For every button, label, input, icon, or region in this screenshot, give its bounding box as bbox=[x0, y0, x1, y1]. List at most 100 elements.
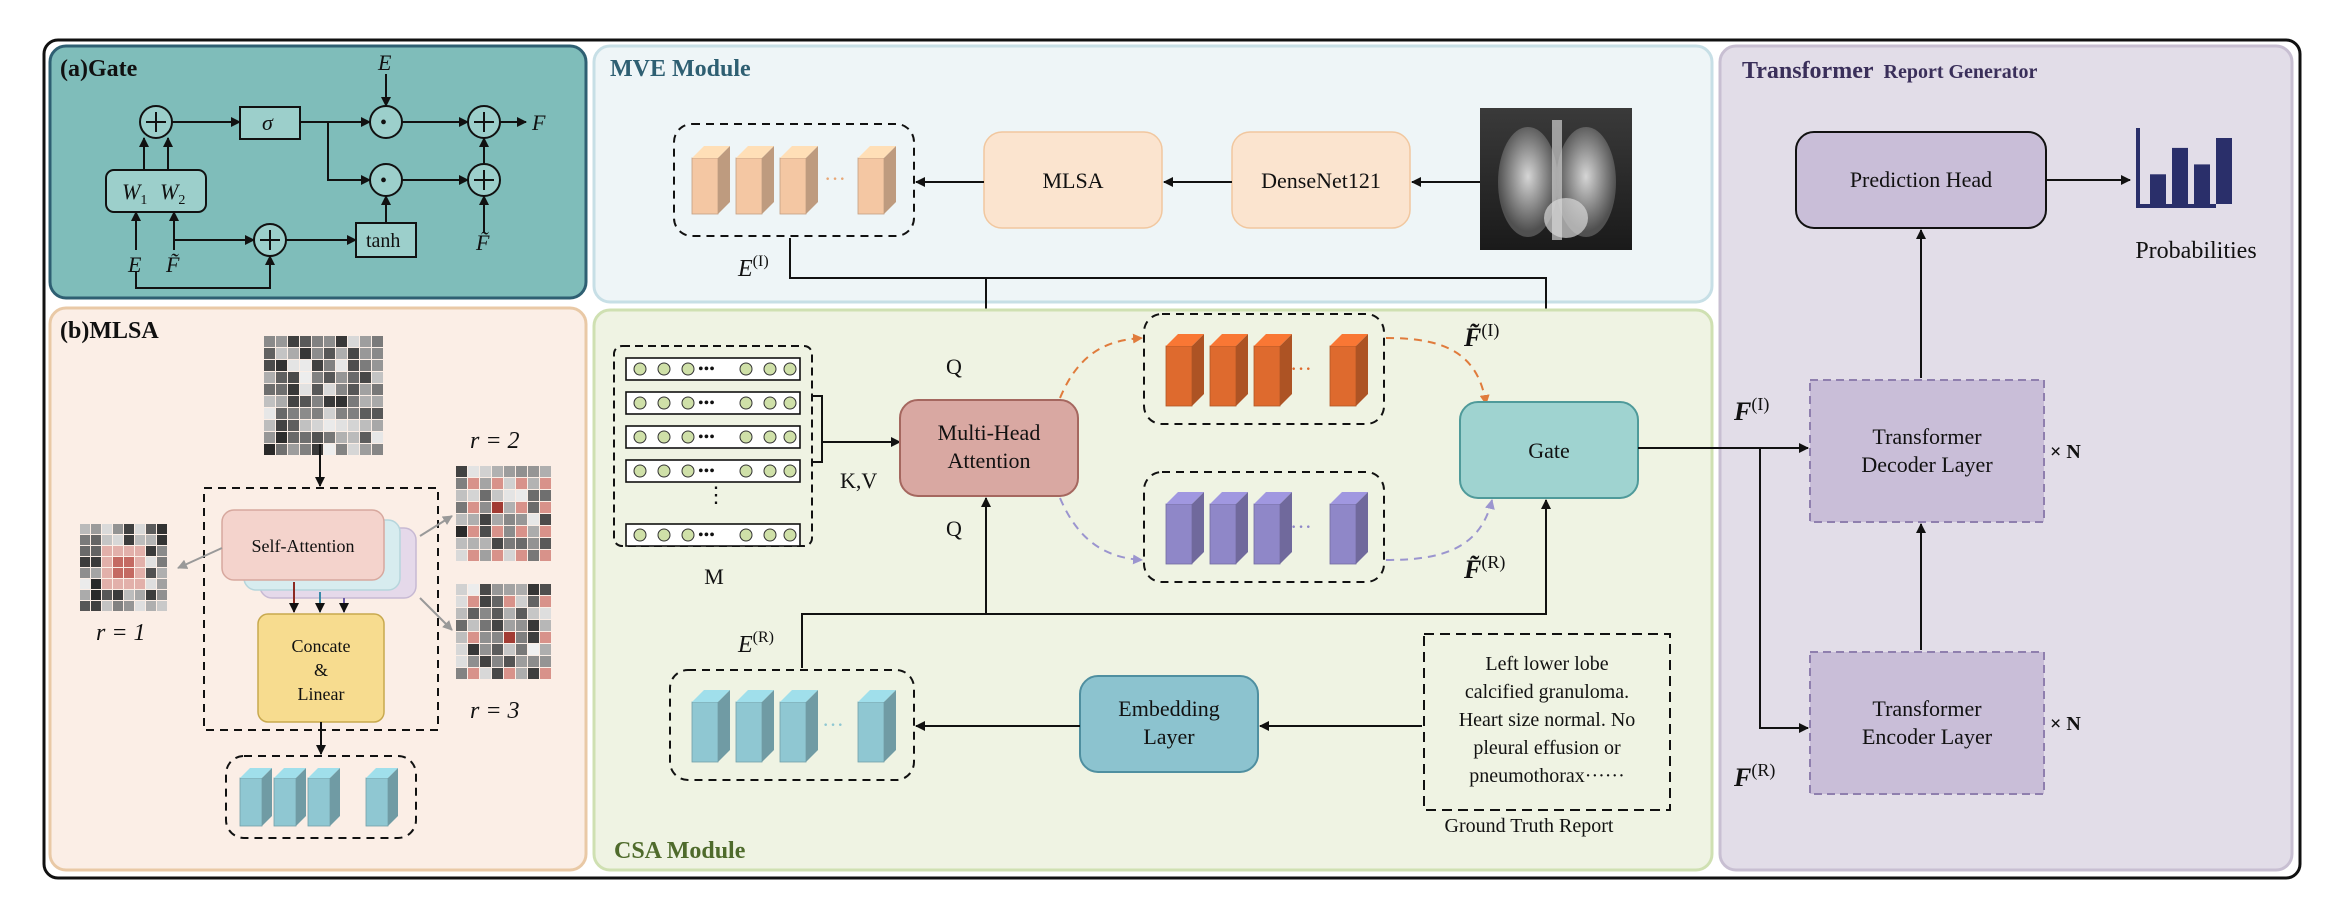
tanh-label: tanh bbox=[366, 230, 400, 252]
memory-slot-5: ••• bbox=[625, 523, 801, 547]
e-top-label: E bbox=[377, 50, 392, 75]
probability-bar-4 bbox=[2216, 138, 2232, 204]
f-tilde-report-label: F̃(R) bbox=[1463, 552, 1505, 584]
e-bottom-label: E bbox=[127, 252, 142, 277]
r1-label: r = 1 bbox=[96, 620, 146, 646]
csa-panel-title: CSA Module bbox=[614, 838, 746, 864]
mlsa-output-box bbox=[225, 755, 417, 839]
densenet-box-label: DenseNet121 bbox=[1261, 168, 1381, 193]
report-caption: Ground Truth Report bbox=[1445, 815, 1614, 837]
mlsa-input-grid bbox=[264, 336, 383, 455]
mlsa-panel-title: (b)MLSA bbox=[60, 318, 159, 344]
mlsa-box-label: MLSA bbox=[1042, 168, 1103, 193]
image-feature-block-1 bbox=[691, 146, 730, 215]
f-tilde-left-label: F̃ bbox=[165, 252, 180, 277]
memory-slot-4: ••• bbox=[625, 459, 801, 483]
mve-panel-title: MVE Module bbox=[610, 56, 751, 82]
kv-label: K,V bbox=[840, 468, 877, 493]
report-embedding-block-3 bbox=[779, 690, 818, 763]
sigma-label: σ bbox=[262, 110, 274, 135]
f-report-label: F(R) bbox=[1733, 760, 1775, 792]
report-fused-block-4 bbox=[1329, 492, 1368, 565]
mlsa-output-block-3 bbox=[307, 768, 340, 827]
concat-label-2: & bbox=[314, 660, 328, 680]
f-out-label: F bbox=[531, 110, 546, 135]
transformer-decoder-box bbox=[1809, 379, 2045, 523]
embed-label-1: Embedding bbox=[1118, 696, 1219, 721]
svg-text:•••: ••• bbox=[698, 527, 715, 544]
report-embedding-blocks bbox=[691, 690, 896, 763]
encoder-repeat-label: × N bbox=[2050, 713, 2081, 735]
decoder-label-1: Transformer bbox=[1872, 424, 1982, 449]
r1-grid bbox=[80, 524, 167, 611]
gate-box bbox=[1459, 401, 1639, 499]
probabilities-label: Probabilities bbox=[2135, 238, 2256, 264]
q-top-label: Q bbox=[946, 354, 962, 379]
memory-label: M bbox=[704, 564, 724, 589]
f-tilde-right-label: F̃ bbox=[475, 230, 490, 255]
multiply-dot-1: • bbox=[380, 112, 387, 134]
concat-label-1: Concate bbox=[292, 636, 351, 656]
concat-label-3: Linear bbox=[298, 684, 345, 704]
self-attention-box bbox=[221, 509, 385, 581]
image-feature-box bbox=[673, 123, 915, 237]
probabilities-icon bbox=[2136, 128, 2232, 208]
report-embedding-box bbox=[669, 669, 915, 781]
report-line-4: pleural effusion or bbox=[1473, 737, 1621, 759]
svg-text:•••: ••• bbox=[698, 395, 715, 412]
mlsa-output-block-2 bbox=[273, 768, 306, 827]
mha-label-2: Attention bbox=[947, 448, 1030, 473]
report-line-2: calcified granuloma. bbox=[1465, 681, 1629, 703]
mha-label-1: Multi-Head bbox=[938, 420, 1041, 445]
report-fused-blocks bbox=[1165, 492, 1368, 565]
probability-bar-1 bbox=[2150, 174, 2166, 204]
prediction-head-label: Prediction Head bbox=[1850, 167, 1992, 192]
report-fused-block-2 bbox=[1209, 492, 1248, 565]
mve-dots: ··· bbox=[824, 166, 846, 191]
encoder-label-2: Encoder Layer bbox=[1862, 724, 1993, 749]
memory-slot-3: ••• bbox=[625, 425, 801, 449]
report-line-1: Left lower lobe bbox=[1485, 653, 1608, 675]
memory-slot-2: ••• bbox=[625, 391, 801, 415]
purple-dots: ··· bbox=[1290, 514, 1312, 539]
report-fused-block-3 bbox=[1253, 492, 1292, 565]
mlsa-output-blocks bbox=[239, 768, 398, 827]
multiply-dot-2: • bbox=[380, 170, 387, 192]
svg-text:•••: ••• bbox=[698, 429, 715, 446]
image-feature-block-3 bbox=[779, 146, 818, 215]
image-fused-block-4 bbox=[1329, 334, 1368, 407]
report-embedding-block-1 bbox=[691, 690, 730, 763]
f-image-label: F(I) bbox=[1733, 394, 1769, 426]
encoder-label-1: Transformer bbox=[1872, 696, 1982, 721]
w1-label: W1 bbox=[122, 179, 147, 208]
report-line-3: Heart size normal. No bbox=[1459, 709, 1636, 731]
decoder-label-2: Decoder Layer bbox=[1861, 452, 1993, 477]
r2-grid bbox=[456, 466, 551, 561]
gate-circuit bbox=[105, 74, 527, 289]
image-feature-block-4 bbox=[857, 146, 896, 215]
embedding-layer-box bbox=[1079, 675, 1259, 773]
mlsa-box bbox=[983, 131, 1163, 229]
gate-panel bbox=[48, 44, 588, 300]
self-attention-label: Self-Attention bbox=[252, 536, 355, 556]
mlsa-output-block-1 bbox=[239, 768, 272, 827]
probability-bar-3 bbox=[2194, 164, 2210, 204]
densenet-box bbox=[1231, 131, 1411, 229]
image-fused-block-2 bbox=[1209, 334, 1248, 407]
probability-bar-2 bbox=[2172, 147, 2188, 204]
transformer-encoder-box bbox=[1809, 651, 2045, 795]
report-fused-box bbox=[1143, 471, 1385, 583]
ground-truth-report-box bbox=[1423, 633, 1671, 811]
f-tilde-image-label: F̃(I) bbox=[1463, 320, 1499, 352]
decoder-repeat-label: × N bbox=[2050, 441, 2081, 463]
report-fused-block-1 bbox=[1165, 492, 1204, 565]
svg-text:•••: ••• bbox=[698, 463, 715, 480]
image-feature-block-2 bbox=[735, 146, 774, 215]
image-feature-blocks bbox=[691, 146, 896, 215]
w1-w2-box bbox=[105, 169, 207, 213]
e-image-label: E(I) bbox=[737, 253, 769, 282]
image-fused-block-3 bbox=[1253, 334, 1292, 407]
memory-vertical-dots: ⋮ bbox=[705, 482, 727, 507]
